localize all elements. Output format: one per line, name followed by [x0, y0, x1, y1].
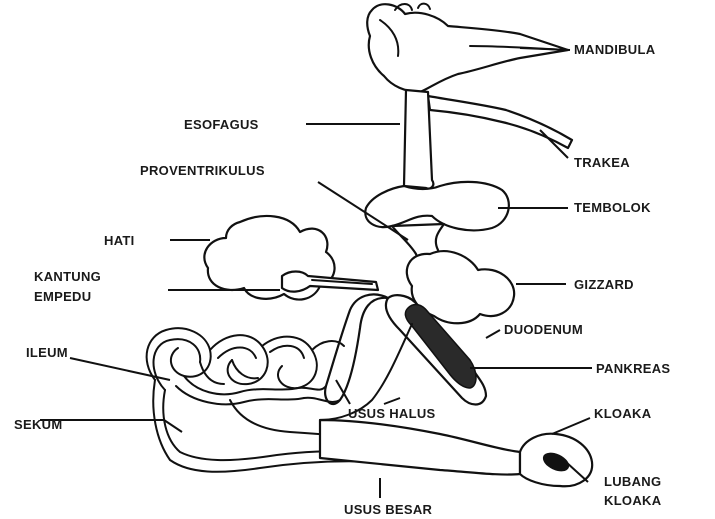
large-intestine: [320, 420, 520, 475]
label-sekum: SEKUM: [14, 417, 62, 432]
label-esofagus: ESOFAGUS: [184, 117, 259, 132]
label-hati: HATI: [104, 233, 135, 248]
label-kantung-1: KANTUNG: [34, 269, 101, 284]
small-intestine: [325, 294, 388, 404]
label-ileum: ILEUM: [26, 345, 68, 360]
label-tembolok: TEMBOLOK: [574, 200, 651, 215]
ileum-coils: [147, 328, 344, 404]
label-kloaka: KLOAKA: [594, 406, 652, 421]
label-trakea: TRAKEA: [574, 155, 630, 170]
label-pankreas: PANKREAS: [596, 361, 670, 376]
esophagus: [404, 90, 433, 189]
label-lubang-1: LUBANG: [604, 474, 661, 489]
label-duodenum: DUODENUM: [504, 322, 583, 337]
label-usus-halus: USUS HALUS: [348, 406, 436, 421]
label-usus-besar: USUS BESAR: [344, 502, 433, 517]
label-proventrikulus: PROVENTRIKULUS: [140, 163, 265, 178]
label-lubang-2: KLOAKA: [604, 493, 662, 508]
label-mandibula: MANDIBULA: [574, 42, 656, 57]
crop: [365, 182, 509, 230]
label-gizzard: GIZZARD: [574, 277, 634, 292]
label-kantung-2: EMPEDU: [34, 289, 91, 304]
